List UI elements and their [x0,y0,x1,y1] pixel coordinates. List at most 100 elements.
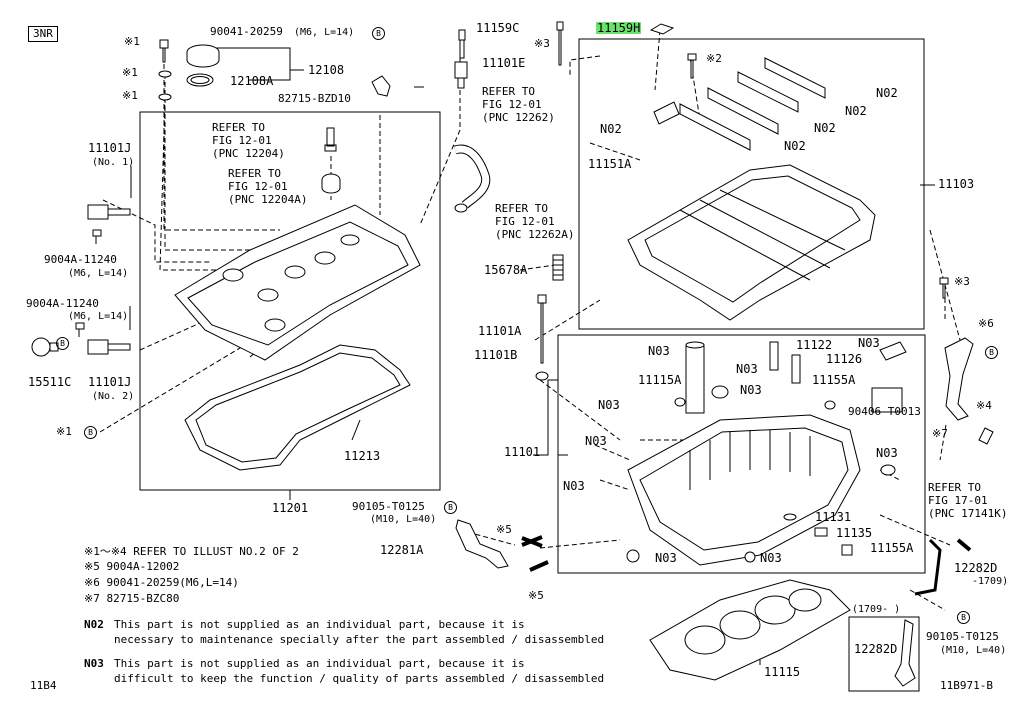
note-line: necessary to maintenance specially after… [114,633,605,646]
part-number[interactable]: 11126 [826,352,863,366]
part-spec: (M6, L=14) [68,268,129,279]
not-supplied-code[interactable]: N03 [740,383,762,397]
cam-cap-icon [764,57,826,99]
refer-line[interactable]: FIG 17-01 [928,494,988,507]
ref-mark: ※5 [496,523,512,536]
cam-sensor-icon [454,61,468,89]
not-supplied-code[interactable]: N03 [598,398,620,412]
washer-icon [158,70,172,78]
cam-cap-icon [737,71,799,113]
part-number[interactable]: 11159C [476,21,520,35]
part-number[interactable]: 11101B [474,348,518,362]
part-spec: (M6, L=14) [294,27,355,38]
part-number[interactable]: 11103 [938,177,975,191]
b-mark: B [957,611,970,624]
part-number[interactable]: 11115 [764,665,801,679]
part-number[interactable]: 11101J [88,375,132,389]
not-supplied-code[interactable]: N03 [858,336,880,350]
part-number[interactable]: 15678A [484,263,528,277]
note-line: This part is not supplied as an individu… [114,657,525,670]
not-supplied-code[interactable]: N02 [814,121,836,135]
part-number[interactable]: 90406-T0013 [848,405,921,418]
part-number[interactable]: 11122 [796,338,833,352]
refer-line: REFER TO [928,481,981,494]
b-mark: B [444,501,457,514]
part-number[interactable]: 12282D [954,561,998,575]
oil-control-valve-icon [87,204,131,220]
not-supplied-code[interactable]: N02 [784,139,806,153]
part-number[interactable]: 11155A [870,541,914,555]
plug-icon [841,544,853,556]
figure-code: 11B971-B [940,679,993,692]
guide-icon [769,341,779,371]
part-number[interactable]: 90105-T0125 [352,500,425,513]
stud-icon [956,538,972,552]
part-note: (No. 2) [92,391,135,402]
part-spec: (M10, L=40) [370,514,437,525]
part-number[interactable]: 12108A [230,74,274,88]
ref-mark: ※7 [932,427,948,440]
part-number[interactable]: 11101E [482,56,526,70]
part-number[interactable]: 11101 [504,445,541,459]
note-code: N03 [84,657,104,670]
note-line: This part is not supplied as an individu… [114,618,525,631]
grommet-icon [321,173,341,194]
refer-line: REFER TO [495,202,548,215]
not-supplied-code[interactable]: N03 [736,362,758,376]
part-number[interactable]: 12282D [854,642,898,656]
part-number[interactable]: 11131 [815,510,852,524]
part-number[interactable]: 11155A [812,373,856,387]
part-number[interactable]: 11151A [588,157,632,171]
not-supplied-code[interactable]: N03 [648,344,670,358]
part-number[interactable]: 12281A [380,543,424,557]
pcv-valve-icon [324,127,337,152]
ref-mark: ※5 [528,589,544,602]
not-supplied-code[interactable]: N02 [845,104,867,118]
ref-mark: ※3 [954,275,970,288]
not-supplied-code[interactable]: N02 [876,86,898,100]
bolt-icon [687,53,697,79]
note-code: N02 [84,618,104,631]
stud-icon [529,560,549,572]
ref-mark: ※1 [124,35,140,48]
cam-cap-icon [707,87,779,135]
part-range: (1709- ) [852,604,901,615]
part-number[interactable]: 90041-20259 [210,25,283,38]
refer-line: (PNC 12204A) [228,193,308,206]
bracket-icon [371,75,391,97]
not-supplied-code[interactable]: N02 [600,122,622,136]
refer-line[interactable]: FIG 12-01 [212,134,272,147]
part-number[interactable]: 11135 [836,526,873,540]
not-supplied-code[interactable]: N03 [563,479,585,493]
part-number[interactable]: 15511C [28,375,72,389]
part-number[interactable]: 9004A-11240 [26,297,99,310]
part-number[interactable]: 11101J [88,141,132,155]
not-supplied-code[interactable]: N03 [655,551,677,565]
part-number[interactable]: 11115A [638,373,682,387]
part-number[interactable]: 11201 [272,501,309,515]
hanger-icon [914,538,942,596]
bolt-icon [159,39,169,63]
not-supplied-code[interactable]: N03 [585,434,607,448]
refer-line[interactable]: FIG 12-01 [495,215,555,228]
bracket-icon [894,619,916,687]
part-number[interactable]: 11101A [478,324,522,338]
ref-mark: ※3 [534,37,550,50]
part-number[interactable]: 12108 [308,63,345,77]
not-supplied-code[interactable]: N03 [876,446,898,460]
cam-cap-icon [653,101,680,125]
part-number[interactable]: 90105-T0125 [926,630,999,643]
refer-line: REFER TO [482,85,535,98]
cam-housing-frame [578,38,925,330]
part-number[interactable]: 9004A-11240 [44,253,117,266]
part-number-highlighted[interactable]: 11159H [596,21,642,35]
ref-mark: ※1 [122,66,138,79]
refer-line[interactable]: FIG 12-01 [482,98,542,111]
refer-line: (PNC 12262) [482,111,555,124]
refer-line[interactable]: FIG 12-01 [228,180,288,193]
seal-icon [880,464,896,476]
part-number[interactable]: 11213 [344,449,381,463]
not-supplied-code[interactable]: N03 [760,551,782,565]
part-number[interactable]: 82715-BZD10 [278,92,351,105]
